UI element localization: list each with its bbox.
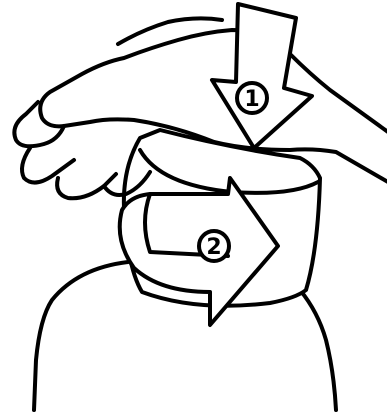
step-1-number: 1 [244, 87, 259, 112]
step-1-badge: 1 [237, 83, 267, 113]
step-2-badge: 2 [199, 231, 229, 261]
step-2-number: 2 [206, 235, 221, 260]
